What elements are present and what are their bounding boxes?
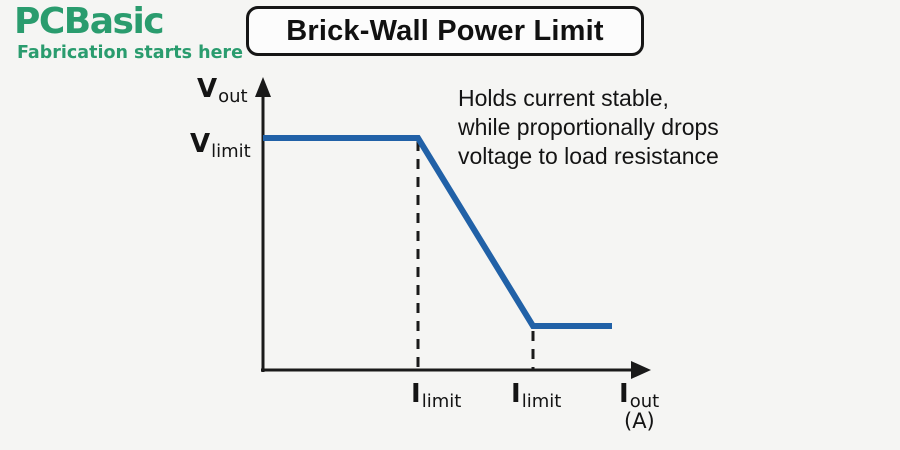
i-limit-2-base: I bbox=[511, 379, 521, 409]
x-axis-unit: (A) bbox=[624, 409, 655, 433]
i-limit-label-1: Ilimit bbox=[411, 379, 461, 412]
title-box: Brick-Wall Power Limit bbox=[246, 6, 644, 56]
y-axis-title-sub: out bbox=[218, 86, 248, 107]
y-axis-arrowhead-icon bbox=[255, 77, 271, 97]
x-axis-title: Iout bbox=[619, 379, 659, 412]
logo-tagline: Fabrication starts here bbox=[17, 43, 243, 63]
y-axis-title-base: V bbox=[197, 74, 218, 104]
annotation-line-2: while proportionally drops bbox=[458, 114, 719, 140]
x-axis-title-sub: out bbox=[629, 391, 660, 412]
x-axis-title-base: I bbox=[619, 379, 629, 409]
logo-wordmark: PCBasic bbox=[14, 1, 165, 42]
i-limit-1-sub: limit bbox=[421, 391, 462, 412]
page-title: Brick-Wall Power Limit bbox=[286, 14, 604, 47]
annotation-line-3: voltage to load resistance bbox=[458, 143, 719, 169]
v-limit-base: V bbox=[190, 129, 211, 159]
y-axis-title: Vout bbox=[197, 74, 248, 107]
annotation-line-1: Holds current stable, bbox=[458, 85, 669, 111]
i-limit-1-base: I bbox=[411, 379, 421, 409]
power-limit-curve bbox=[263, 135, 612, 329]
v-limit-sub: limit bbox=[211, 141, 251, 162]
x-axis-arrowhead-icon bbox=[631, 361, 651, 379]
v-limit-label: Vlimit bbox=[190, 129, 251, 162]
i-limit-label-2: Ilimit bbox=[511, 379, 561, 412]
i-limit-2-sub: limit bbox=[521, 391, 562, 412]
annotation-text: Holds current stable, while proportional… bbox=[458, 84, 719, 171]
